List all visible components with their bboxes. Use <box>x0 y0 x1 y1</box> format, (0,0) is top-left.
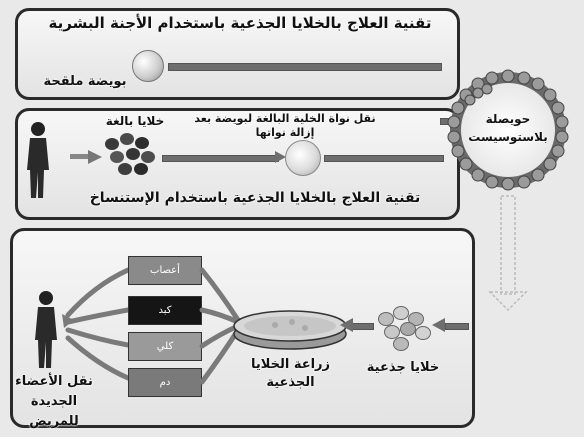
stem-cells-to-dish-shaft <box>352 323 374 330</box>
cells-to-egg-arrowhead <box>275 151 286 163</box>
panel-cloning-technique <box>15 108 460 220</box>
transplant-label: نقل الأعضاء الجديدة للمريض <box>15 374 93 429</box>
embryo-technique-title: تقنية العلاج بالخلايا الجذعية باستخدام ا… <box>48 14 432 32</box>
arrow-shaft-adult-cells <box>70 154 88 159</box>
stem-cells-to-dish-arrowhead <box>340 318 353 332</box>
egg-to-blastocyst-line-middle <box>324 155 444 162</box>
adult-cells-label: خلايا بالغة <box>105 114 165 128</box>
fertilized-egg-label: بويضة ملقحة <box>43 74 127 89</box>
arrow-to-adult-cells <box>88 150 102 164</box>
nucleus-transfer-label: نقل نواة الخلية البالغة لبويضة بعد إزالة… <box>194 112 376 139</box>
fertilized-egg <box>132 50 164 82</box>
blastocyst-label: حويصلة بلاستوسيست <box>468 112 548 144</box>
enucleated-egg <box>285 140 321 176</box>
organ-nerves: أعصاب <box>128 256 202 285</box>
cloning-technique-title: تقنية العلاج بالخلايا الجذعية باستخدام ا… <box>89 190 421 206</box>
panel-embryo-technique <box>15 8 460 100</box>
arrow-into-stem-cells-shaft <box>445 323 469 330</box>
culture-label: زراعة الخلايا الجذعية <box>250 357 331 390</box>
arrow-into-stem-cells-head <box>432 318 445 332</box>
organ-blood: دم <box>128 368 202 397</box>
stem-cells-label: خلايا جذعية <box>366 360 440 375</box>
organ-liver: كبد <box>128 296 202 325</box>
egg-to-blastocyst-line <box>168 63 442 71</box>
